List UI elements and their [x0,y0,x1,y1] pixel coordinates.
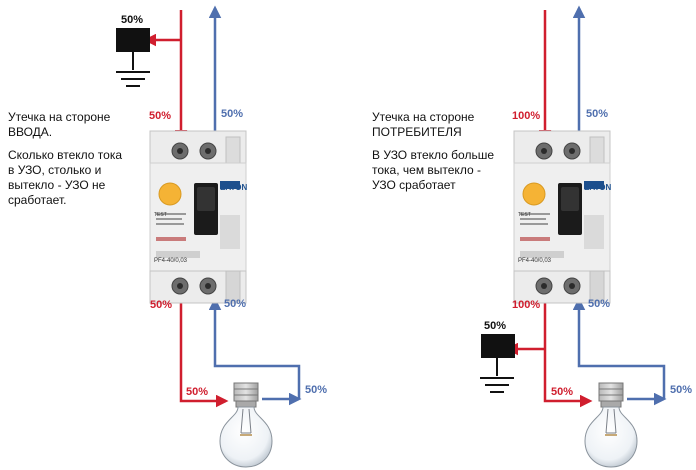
right-lamp [584,382,638,468]
left-device-model: PF4-40/0,03 [154,258,188,264]
left-device-test-label: TEST [154,212,167,218]
right-in-phase-label: 100% [512,110,541,122]
left-out-neutral-label: 50% [224,298,247,310]
right-in-neutral-label: 50% [586,108,609,120]
left-leak-label: 50% [121,14,144,26]
left-device-brand: EATON [220,183,248,192]
right-neutral-wiring [572,5,667,406]
left-lamp [219,382,273,468]
left-in-neutral-label: 50% [221,108,244,120]
left-ground-symbol [116,28,150,87]
right-description-title: Утечка на стороне ПОТРЕБИТЕЛЯ [372,110,475,139]
right-out-phase-label: 100% [512,299,541,311]
right-description-body: В УЗО втекло больше тока, чем вытекло - … [372,148,494,192]
right-ground-symbol [480,334,515,393]
right-lamp-neutral-label: 50% [670,384,693,396]
left-out-phase-label: 50% [150,299,173,311]
right-description: Утечка на стороне ПОТРЕБИТЕЛЯ В УЗО втек… [372,110,522,201]
right-device-model: PF4-40/0,03 [518,258,552,264]
left-in-phase-label: 50% [149,110,172,122]
left-panel [116,5,302,468]
left-phase-wiring [143,10,229,408]
left-description-body: Сколько втекло тока в УЗО, столько и выт… [8,148,123,207]
left-lamp-neutral-label: 50% [305,384,328,396]
right-panel [480,5,667,468]
left-description-title: Утечка на стороне ВВОДА. [8,110,111,139]
left-neutral-wiring [208,5,302,406]
left-lamp-phase-label: 50% [186,386,209,398]
left-description: Утечка на стороне ВВОДА. Сколько втекло … [8,110,158,216]
right-device-brand: EATON [584,183,612,192]
right-lamp-phase-label: 50% [551,386,574,398]
right-leak-label: 50% [484,320,507,332]
right-device-test-label: TEST [518,212,531,218]
right-out-neutral-label: 50% [588,298,611,310]
